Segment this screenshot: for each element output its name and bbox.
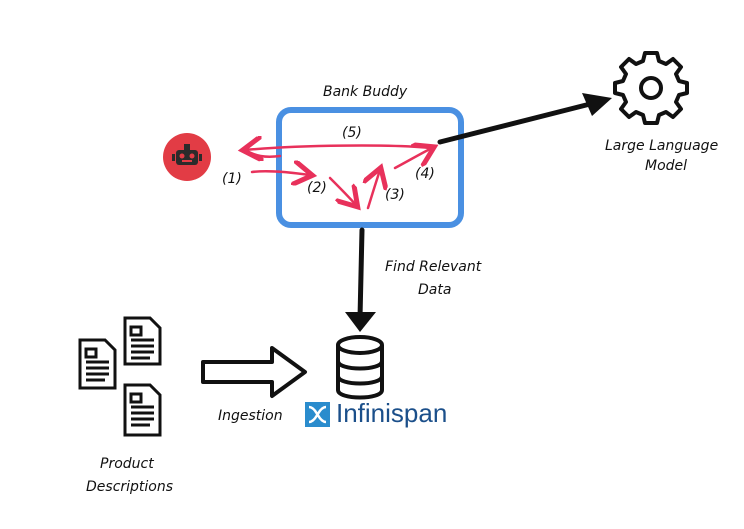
step-1-arrow (250, 171, 310, 175)
product-label-line1: Product (100, 456, 154, 472)
bank-buddy-label: Bank Buddy (323, 84, 408, 100)
product-label-line2: Descriptions (86, 479, 174, 495)
find-data-label-line1: Find Relevant (385, 259, 482, 275)
document-icon (78, 338, 117, 390)
step-5-label: (5) (342, 125, 362, 141)
ingestion-arrow (201, 346, 307, 398)
robot-icon (163, 133, 211, 181)
document-icon (123, 383, 162, 437)
step-1-label: (1) (222, 171, 242, 187)
step-3-arrow (368, 170, 380, 210)
llm-label-line2: Model (645, 158, 688, 174)
step-4-label: (4) (415, 166, 435, 182)
ingestion-label: Ingestion (218, 408, 283, 424)
infinispan-wordmark: Infinispan (336, 398, 448, 428)
infinispan-logo-icon (305, 402, 330, 427)
find-data-label-line2: Data (418, 282, 452, 298)
step-2-label: (2) (307, 180, 327, 196)
database-icon (336, 335, 384, 400)
flow-arrows (245, 146, 432, 208)
gear-icon (613, 51, 689, 125)
bank-buddy-box (276, 107, 464, 228)
llm-arrow (437, 93, 612, 145)
step-2-arrow (328, 176, 356, 205)
document-icon (123, 316, 162, 366)
llm-label-line1: Large Language (605, 138, 719, 154)
step-4-arrow (393, 148, 432, 170)
step-3-label: (3) (385, 187, 405, 203)
find-data-arrow (345, 227, 376, 332)
step-5-arrow (245, 146, 432, 150)
